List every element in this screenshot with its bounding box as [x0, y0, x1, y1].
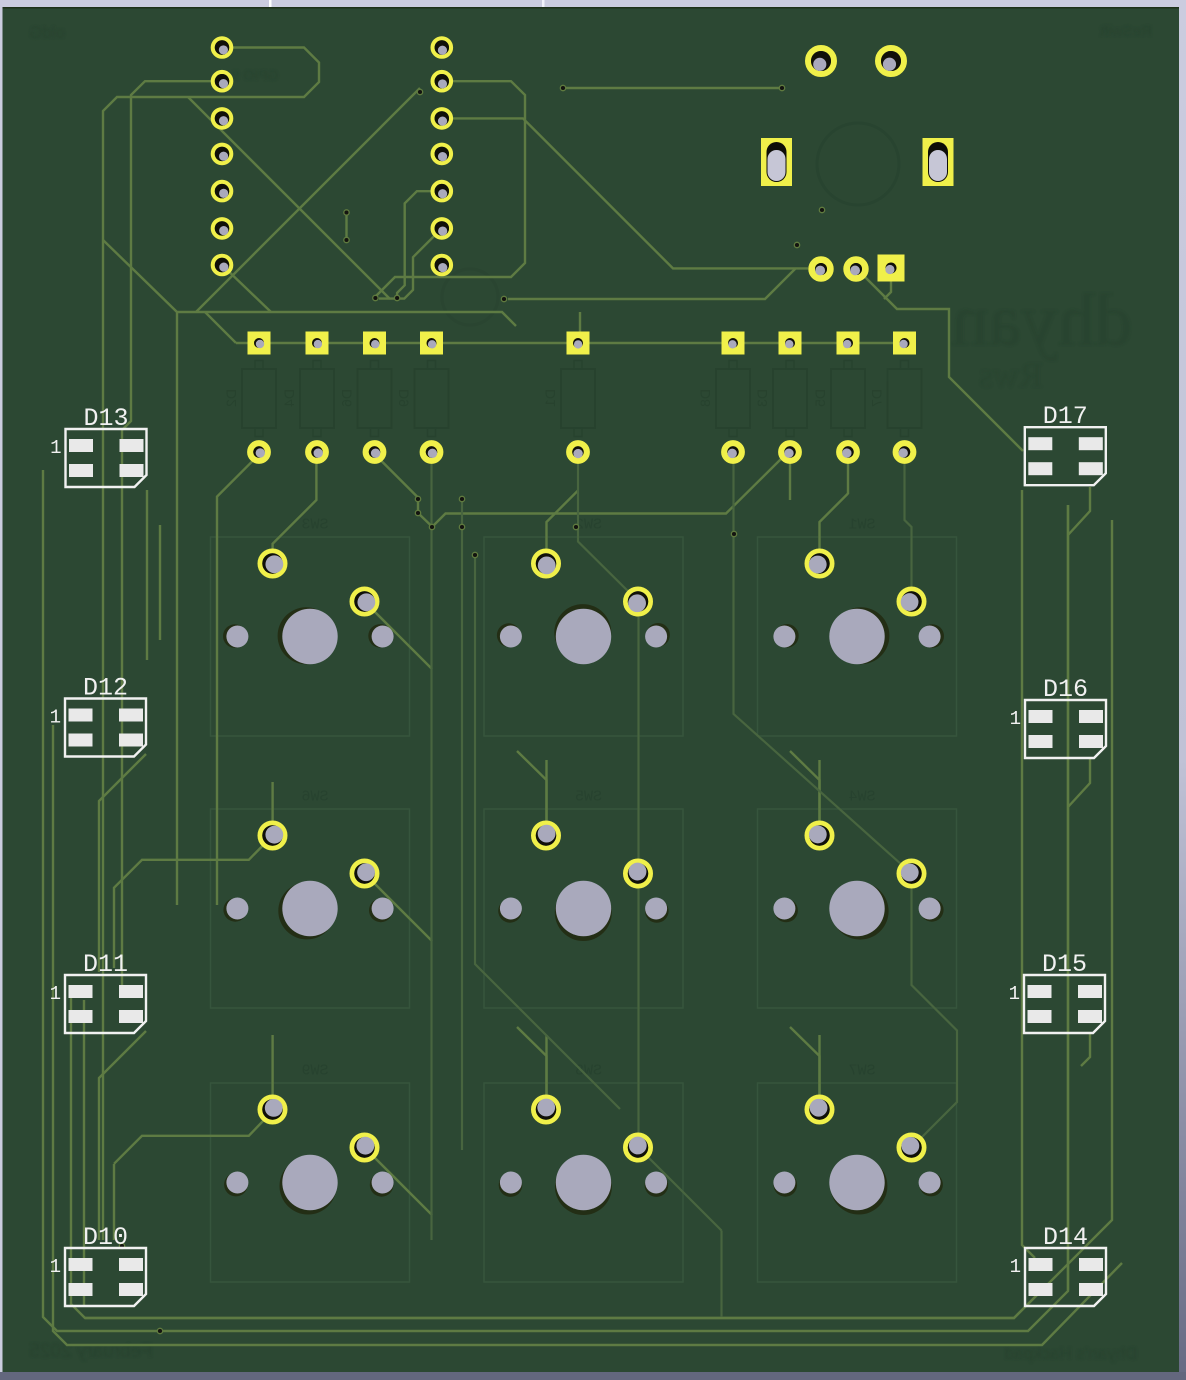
svg-text:D12: D12 [83, 674, 128, 703]
svg-text:D14: D14 [1043, 1223, 1088, 1252]
svg-text:1: 1 [50, 1256, 61, 1278]
svg-text:SW4: SW4 [848, 789, 875, 806]
svg-text:1: 1 [50, 707, 61, 729]
svg-text:dhyan: dhyan [952, 280, 1133, 362]
svg-text:SW6: SW6 [301, 789, 328, 806]
svg-text:GPIO 9: GPIO 9 [231, 67, 278, 83]
svg-text:D3: D3 [754, 389, 770, 407]
svg-text:D15: D15 [1042, 950, 1087, 979]
svg-text:D10: D10 [83, 1223, 128, 1252]
svg-text:1: 1 [50, 983, 61, 1005]
svg-text:oldG: oldG [29, 23, 65, 42]
svg-text:SW2: SW2 [575, 517, 602, 534]
svg-text:1: 1 [1010, 1256, 1021, 1278]
svg-text:D11: D11 [83, 950, 128, 979]
svg-text:D9: D9 [396, 389, 412, 407]
svg-text:SW7: SW7 [848, 1063, 875, 1080]
svg-text:D1: D1 [542, 389, 558, 407]
svg-text:SW1: SW1 [848, 517, 875, 534]
svg-text:D8: D8 [697, 389, 713, 407]
svg-text:SW3: SW3 [301, 517, 328, 534]
svg-text:D13: D13 [83, 404, 128, 433]
svg-text:D6: D6 [339, 389, 355, 407]
svg-text:1: 1 [1010, 708, 1021, 730]
svg-text:Dhyan's Hackpad: Dhyan's Hackpad [1005, 1344, 1138, 1363]
svg-text:1: 1 [1009, 983, 1020, 1005]
svg-text:SW5: SW5 [575, 789, 602, 806]
svg-text:D17: D17 [1043, 402, 1088, 431]
svg-text:1: 1 [50, 437, 61, 459]
svg-text:February 2025: February 2025 [29, 1341, 153, 1362]
svg-text:Rws: Rws [979, 355, 1043, 395]
svg-text:D4: D4 [281, 389, 297, 407]
svg-text:D16: D16 [1043, 675, 1088, 704]
svg-text:D2: D2 [223, 389, 239, 407]
svg-text:SW8: SW8 [575, 1063, 602, 1080]
svg-text:D7: D7 [869, 389, 885, 407]
svg-text:D5: D5 [812, 389, 828, 407]
svg-text:ReSwift: ReSwift [1099, 23, 1152, 40]
svg-text:SW9: SW9 [301, 1063, 328, 1080]
